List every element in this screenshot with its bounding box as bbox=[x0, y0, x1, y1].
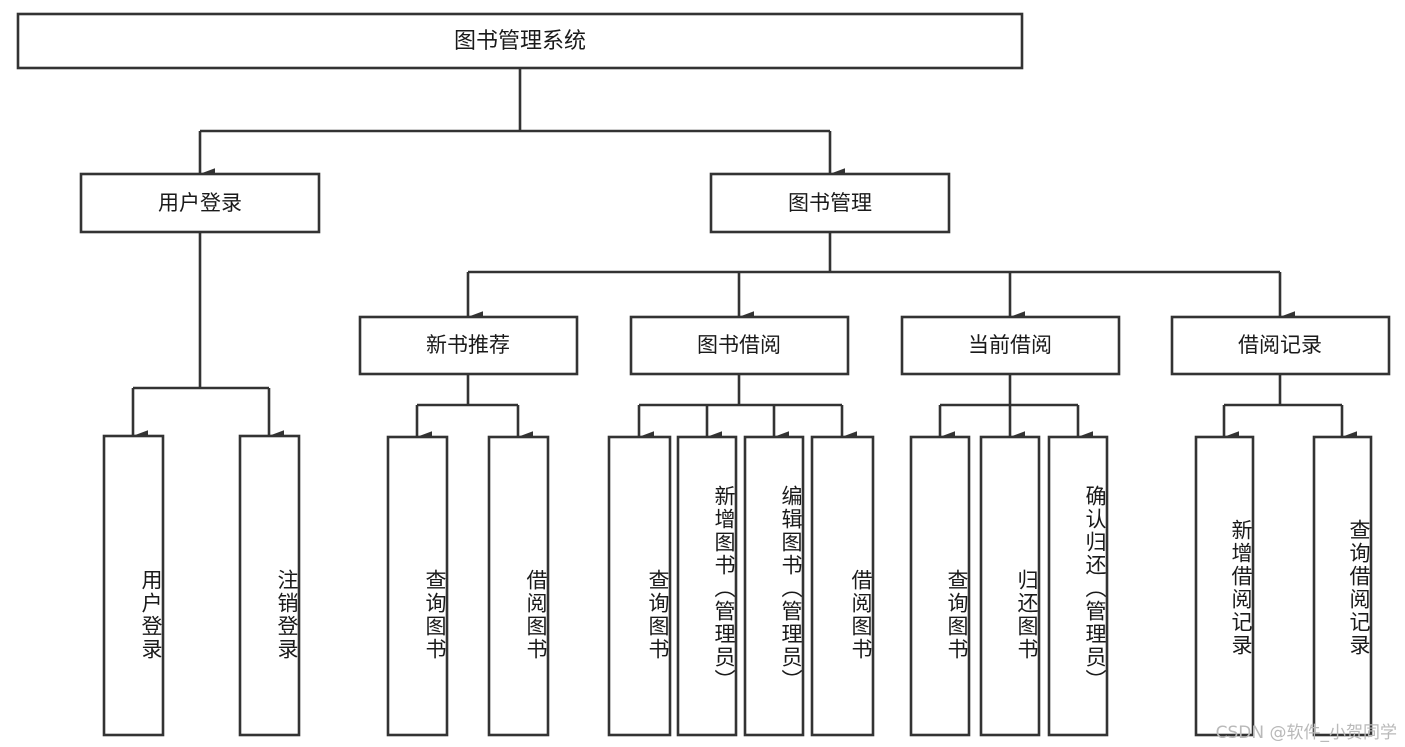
connector-group-new-book-rec bbox=[415, 374, 533, 443]
node-new-book-rec-box[interactable] bbox=[358, 315, 579, 376]
leaf-box-query-book-1[interactable] bbox=[386, 435, 449, 737]
node-book-manage-box[interactable] bbox=[709, 172, 951, 234]
leaf-box-edit-book[interactable] bbox=[743, 435, 805, 737]
node-book-borrow-box[interactable] bbox=[629, 315, 850, 376]
connector-group-root bbox=[198, 68, 845, 180]
connector-group-current-borrow bbox=[938, 374, 1093, 443]
csdn-watermark: CSDN @软件_小贺同学 bbox=[1215, 723, 1397, 743]
leaf-box-confirm-return[interactable] bbox=[1047, 435, 1109, 737]
leaf-box-logout-login[interactable] bbox=[238, 434, 301, 737]
node-book-manage-label: 图书管理 bbox=[788, 191, 872, 215]
node-new-book-rec-label: 新书推荐 bbox=[426, 333, 510, 357]
connector-group-book-manage bbox=[466, 232, 1295, 323]
node-root-label: 图书管理系统 bbox=[454, 29, 586, 54]
leaf-box-add-book[interactable] bbox=[676, 435, 738, 737]
node-current-borrow-box[interactable] bbox=[900, 315, 1121, 376]
leaf-box-query-book-2[interactable] bbox=[607, 435, 672, 737]
node-borrow-record-label: 借阅记录 bbox=[1238, 333, 1322, 357]
node-user-login-label: 用户登录 bbox=[158, 191, 242, 215]
connector-group-user-login bbox=[131, 232, 284, 442]
connector-group-borrow-record bbox=[1222, 374, 1357, 443]
leaf-box-query-book-3[interactable] bbox=[909, 435, 971, 737]
node-book-borrow-label: 图书借阅 bbox=[697, 333, 781, 357]
leaf-box-borrow-book-1[interactable] bbox=[487, 435, 550, 737]
leaf-box-return-book[interactable] bbox=[979, 435, 1041, 737]
leaf-box-add-record[interactable] bbox=[1194, 435, 1255, 737]
node-root-box[interactable] bbox=[16, 12, 1024, 70]
node-borrow-record-box[interactable] bbox=[1170, 315, 1391, 376]
node-user-login-box[interactable] bbox=[79, 172, 321, 234]
leaf-box-query-record[interactable] bbox=[1312, 435, 1373, 737]
leaf-box-user-login[interactable] bbox=[102, 434, 165, 737]
leaf-box-borrow-book-2[interactable] bbox=[810, 435, 875, 737]
node-current-borrow-label: 当前借阅 bbox=[968, 333, 1052, 357]
connector-group-book-borrow bbox=[637, 374, 857, 443]
